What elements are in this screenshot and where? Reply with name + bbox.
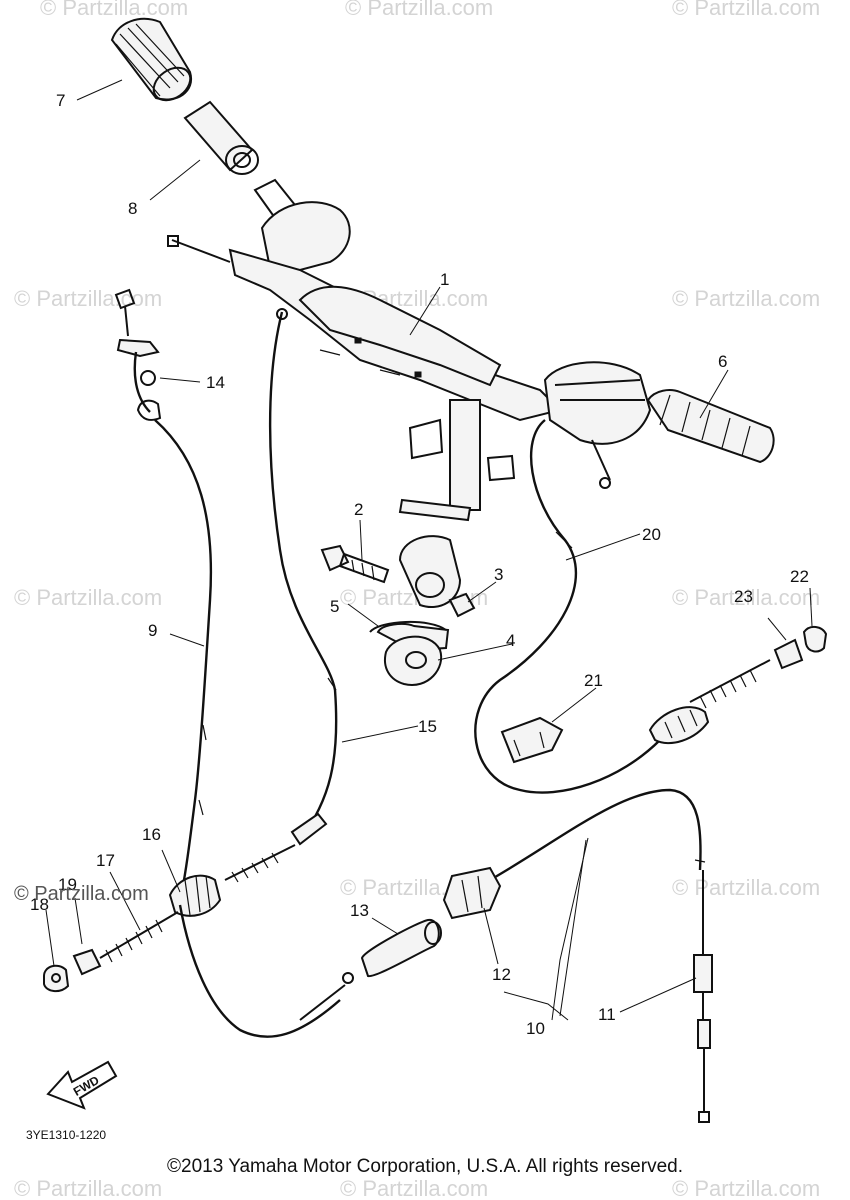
callout-11: 11: [598, 1005, 616, 1024]
callout-14: 14: [206, 373, 225, 392]
watermark: © Partzilla.com: [672, 585, 820, 610]
callout-22: 22: [790, 567, 809, 586]
callout-7: 7: [56, 91, 65, 110]
part-7-grip: [110, 17, 193, 102]
callout-4: 4: [506, 631, 515, 650]
watermark: © Partzilla.com: [40, 0, 188, 20]
watermark: © Partzilla.com: [14, 585, 162, 610]
part-1-handlebar: [228, 201, 652, 608]
copyright-notice: ©2013 Yamaha Motor Corporation, U.S.A. A…: [167, 1156, 683, 1177]
watermark: © Partzilla.com: [345, 0, 493, 20]
callout-13: 13: [350, 901, 369, 920]
part-6-right-grip: [591, 389, 775, 489]
part-20-cable: [474, 419, 661, 794]
callout-2: 2: [354, 500, 363, 519]
callout-21: 21: [584, 671, 603, 690]
callout-6: 6: [718, 352, 727, 371]
watermark: © Partzilla.com: [14, 1176, 162, 1200]
part-8-throttle-tube: [183, 100, 297, 220]
callout-17: 17: [96, 851, 115, 870]
watermark: © Partzilla.com: [340, 1176, 488, 1200]
callout-9: 9: [148, 621, 157, 640]
part-15-cable: [224, 308, 338, 883]
part-21-clamp: [500, 716, 564, 764]
callout-10: 10: [526, 1019, 545, 1038]
watermark: © Partzilla.com: [672, 286, 820, 311]
callout-8: 8: [128, 199, 137, 218]
part-22-23-adjust-nut: [648, 626, 828, 745]
watermarks: © Partzilla.com © Partzilla.com © Partzi…: [14, 0, 820, 1200]
callout-16: 16: [142, 825, 161, 844]
part-16-adjuster: [43, 874, 354, 1038]
callout-12: 12: [492, 965, 511, 984]
callout-19: 19: [58, 875, 77, 894]
connector-left: [167, 235, 231, 263]
callout-15: 15: [418, 717, 437, 736]
callout-18: 18: [30, 895, 49, 914]
part-14-bracket: [114, 288, 162, 421]
diagram-code: 3YE1310-1220: [26, 1128, 107, 1142]
callout-20: 20: [642, 525, 661, 544]
callout-5: 5: [330, 597, 339, 616]
watermark-overlay: © Partzilla.com: [14, 883, 149, 905]
part-9-cable: [133, 351, 213, 901]
watermark: © Partzilla.com: [672, 1176, 820, 1200]
callout-23: 23: [734, 587, 753, 606]
part-2-5-hardware: [320, 544, 476, 687]
callouts: 1 2 3 4 5 6 7 8 9 10 11 12 13 14 15 16 1…: [30, 91, 809, 1038]
watermark: © Partzilla.com: [14, 286, 162, 311]
callout-3: 3: [494, 565, 503, 584]
watermark: © Partzilla.com: [672, 875, 820, 900]
fwd-arrow: FWD: [46, 1060, 118, 1110]
callout-1: 1: [440, 270, 449, 289]
watermark: © Partzilla.com: [672, 0, 820, 20]
leader-lines: [45, 79, 813, 1021]
part-10-lower-cable: [360, 788, 713, 1123]
